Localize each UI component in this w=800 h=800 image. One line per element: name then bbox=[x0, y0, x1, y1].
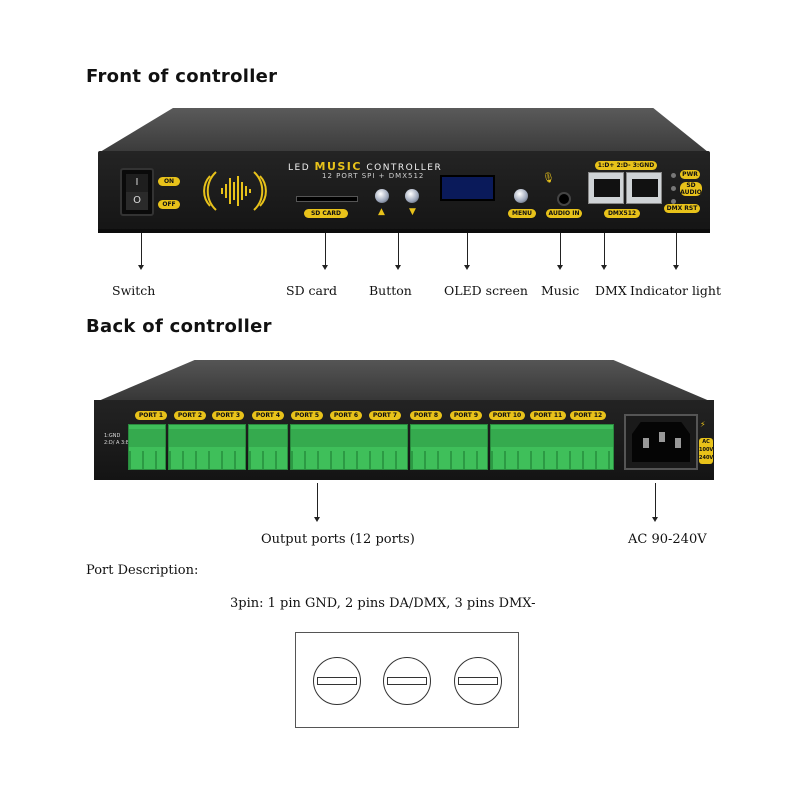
callout-arrow-switch bbox=[138, 265, 144, 270]
audio-in-label: AUDIO IN bbox=[546, 209, 582, 218]
terminal-screw-1-icon bbox=[313, 657, 361, 705]
callout-line-music bbox=[560, 233, 561, 265]
microphone-icon: 🎙 bbox=[542, 173, 555, 184]
port-label-7: PORT 7 bbox=[369, 411, 401, 420]
port-label-2: PORT 2 bbox=[174, 411, 206, 420]
audio-in-jack[interactable] bbox=[557, 192, 571, 206]
callout-arrow-outputs bbox=[314, 517, 320, 522]
callout-arrow-oled bbox=[464, 265, 470, 270]
sound-wave-logo-icon bbox=[203, 171, 267, 211]
front-section-title: Front of controller bbox=[86, 66, 278, 87]
power-rocker-switch[interactable]: I O bbox=[120, 168, 154, 216]
terminal-block-10-12[interactable] bbox=[490, 424, 614, 470]
down-button[interactable] bbox=[405, 189, 419, 203]
menu-button[interactable] bbox=[514, 189, 528, 203]
callout-arrow-sd bbox=[322, 265, 328, 270]
arrow-up-icon: ▲ bbox=[378, 207, 385, 217]
pwr-label: PWR bbox=[680, 170, 700, 179]
dmx-port-1[interactable] bbox=[588, 172, 624, 204]
port-label-6: PORT 6 bbox=[330, 411, 362, 420]
callout-line-oled bbox=[467, 233, 468, 265]
terminal-block-4[interactable] bbox=[248, 424, 288, 470]
port-label-5: PORT 5 bbox=[291, 411, 323, 420]
callout-indicator-light: Indicator light bbox=[630, 283, 722, 298]
terminal-screw-3-icon bbox=[454, 657, 502, 705]
callout-sd-card: SD card bbox=[286, 283, 337, 298]
front-chassis-top bbox=[100, 108, 708, 152]
callout-ac-voltage: AC 90-240V bbox=[628, 532, 707, 547]
switch-on-label: ON bbox=[158, 177, 180, 186]
dmx512-label: DMX512 bbox=[604, 209, 640, 218]
pin-description: 3pin: 1 pin GND, 2 pins DA/DMX, 3 pins D… bbox=[230, 596, 536, 611]
port-label-3: PORT 3 bbox=[212, 411, 244, 420]
dmx-rst-label: DMX RST bbox=[664, 204, 700, 213]
port-label-9: PORT 9 bbox=[450, 411, 482, 420]
pwr-indicator-light bbox=[671, 173, 676, 178]
rocker-off-mark: O bbox=[126, 192, 148, 210]
port-label-10: PORT 10 bbox=[489, 411, 525, 420]
port-label-4: PORT 4 bbox=[252, 411, 284, 420]
terminal-block-2-3[interactable] bbox=[168, 424, 246, 470]
high-voltage-warning-icon: ⚡ bbox=[700, 420, 706, 429]
callout-line-ac bbox=[655, 483, 656, 517]
brand-led: LED bbox=[288, 163, 315, 173]
dmx-port-2[interactable] bbox=[626, 172, 662, 204]
ac-power-socket[interactable] bbox=[624, 414, 698, 470]
terminal-block-5-7[interactable] bbox=[290, 424, 408, 470]
port-label-8: PORT 8 bbox=[410, 411, 442, 420]
sd-card-slot[interactable] bbox=[296, 196, 358, 202]
callout-line-switch bbox=[141, 233, 142, 265]
port-label-12: PORT 12 bbox=[570, 411, 606, 420]
arrow-down-icon: ▼ bbox=[409, 207, 416, 217]
dmx-pinout-label: 1:D+ 2:D- 3:GND bbox=[595, 161, 657, 170]
callout-output-ports: Output ports (12 ports) bbox=[261, 532, 415, 547]
callout-music: Music bbox=[541, 283, 580, 298]
callout-arrow-dmx bbox=[601, 265, 607, 270]
callout-arrow-music bbox=[557, 265, 563, 270]
oled-screen bbox=[440, 175, 495, 201]
front-chassis-base bbox=[98, 229, 710, 233]
port-label-1: PORT 1 bbox=[135, 411, 167, 420]
callout-switch: Switch bbox=[112, 283, 156, 298]
rocker-on-mark: I bbox=[126, 174, 148, 192]
sd-card-label: SD CARD bbox=[304, 209, 348, 218]
callout-line-sd bbox=[325, 233, 326, 265]
terminal-block-8-9[interactable] bbox=[410, 424, 488, 470]
port-description-heading: Port Description: bbox=[86, 563, 199, 578]
back-section-title: Back of controller bbox=[86, 316, 272, 337]
brand-subtitle: 12 PORT SPI + DMX512 bbox=[322, 172, 425, 180]
menu-label: MENU bbox=[508, 209, 536, 218]
sd-indicator-light bbox=[671, 186, 676, 191]
callout-line-outputs bbox=[317, 483, 318, 517]
terminal-screw-2-icon bbox=[383, 657, 431, 705]
callout-button: Button bbox=[369, 283, 412, 298]
brand-music: MUSIC bbox=[314, 160, 362, 173]
callout-oled-screen: OLED screen bbox=[444, 283, 528, 298]
sd-audio-label: SD AUDIO bbox=[680, 182, 702, 196]
pin-legend: 1:GND 2:D/ A 3:B bbox=[104, 433, 130, 446]
callout-arrow-ac bbox=[652, 517, 658, 522]
brand-title: LED MUSIC CONTROLLER bbox=[288, 160, 442, 173]
callout-line-button bbox=[398, 233, 399, 265]
callout-dmx: DMX bbox=[595, 283, 627, 298]
callout-arrow-button bbox=[395, 265, 401, 270]
up-button[interactable] bbox=[375, 189, 389, 203]
port-label-11: PORT 11 bbox=[530, 411, 566, 420]
callout-line-dmx bbox=[604, 233, 605, 265]
switch-off-label: OFF bbox=[158, 200, 180, 209]
terminal-block-1[interactable] bbox=[128, 424, 166, 470]
dmx-indicator-light bbox=[671, 199, 676, 204]
callout-line-indicator bbox=[676, 233, 677, 265]
back-chassis-top bbox=[96, 360, 712, 402]
terminal-diagram bbox=[295, 632, 519, 728]
callout-arrow-indicator bbox=[673, 265, 679, 270]
ac-voltage-badge: AC 100V 240V bbox=[699, 438, 713, 464]
brand-controller: CONTROLLER bbox=[361, 163, 443, 173]
